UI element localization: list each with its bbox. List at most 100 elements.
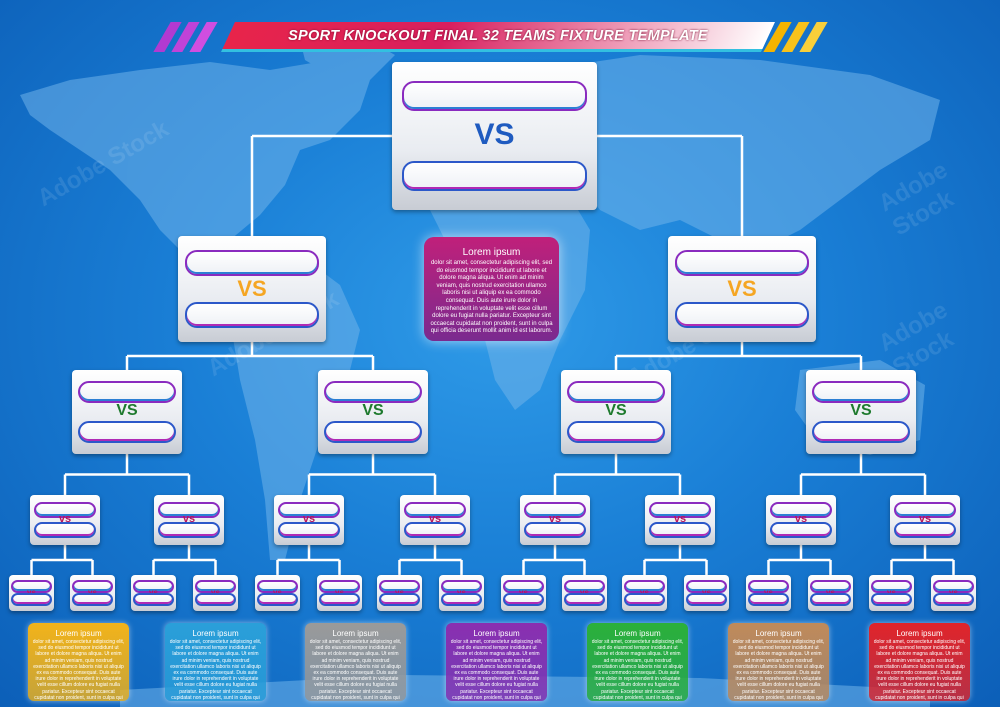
team-slot[interactable] bbox=[564, 593, 605, 606]
team-slot[interactable] bbox=[770, 522, 832, 538]
vs-label: VS bbox=[605, 402, 627, 420]
info-text: dolor sit amet, consectetur adipiscing e… bbox=[450, 639, 543, 701]
north-america-shape bbox=[20, 60, 370, 250]
team-slot[interactable] bbox=[871, 580, 912, 593]
match-card: vs bbox=[274, 495, 344, 545]
team-slot[interactable] bbox=[675, 250, 809, 276]
vs-label: vs bbox=[70, 588, 115, 597]
team-slot[interactable] bbox=[158, 502, 220, 518]
team-slot[interactable] bbox=[133, 580, 174, 593]
info-text: dolor sit amet, consectetur adipiscing e… bbox=[32, 639, 125, 701]
vs-label: vs bbox=[808, 588, 853, 597]
match-card: vs bbox=[890, 495, 960, 545]
team-slot[interactable] bbox=[158, 522, 220, 538]
team-slot[interactable] bbox=[404, 502, 466, 518]
team-slot[interactable] bbox=[748, 593, 789, 606]
match-card: vs bbox=[562, 575, 607, 611]
match-card: vs bbox=[131, 575, 176, 611]
team-slot[interactable] bbox=[185, 302, 319, 328]
team-slot[interactable] bbox=[675, 302, 809, 328]
team-slot[interactable] bbox=[624, 580, 665, 593]
team-slot[interactable] bbox=[379, 580, 420, 593]
vs-label: vs bbox=[317, 588, 362, 597]
team-slot[interactable] bbox=[324, 421, 422, 443]
team-slot[interactable] bbox=[524, 522, 586, 538]
team-slot[interactable] bbox=[257, 593, 298, 606]
vs-label: vs bbox=[931, 588, 976, 597]
team-slot[interactable] bbox=[278, 502, 340, 518]
match-card: vs bbox=[193, 575, 238, 611]
team-slot[interactable] bbox=[319, 593, 360, 606]
team-slot[interactable] bbox=[894, 522, 956, 538]
team-slot[interactable] bbox=[195, 580, 236, 593]
team-slot[interactable] bbox=[770, 502, 832, 518]
team-slot[interactable] bbox=[812, 381, 910, 403]
team-slot[interactable] bbox=[185, 250, 319, 276]
team-slot[interactable] bbox=[894, 502, 956, 518]
match-card: vs bbox=[520, 495, 590, 545]
team-slot[interactable] bbox=[564, 580, 605, 593]
team-slot[interactable] bbox=[503, 580, 544, 593]
info-title: Lorem ipsum bbox=[755, 629, 802, 638]
team-slot[interactable] bbox=[278, 522, 340, 538]
team-slot[interactable] bbox=[11, 580, 52, 593]
match-card: vs bbox=[622, 575, 667, 611]
vs-label: vs bbox=[746, 588, 791, 597]
team-slot[interactable] bbox=[503, 593, 544, 606]
vs-label: VS bbox=[727, 275, 757, 301]
team-slot[interactable] bbox=[78, 421, 176, 443]
team-slot[interactable] bbox=[379, 593, 420, 606]
team-slot[interactable] bbox=[567, 421, 665, 443]
info-text: dolor sit amet, consectetur adipiscing e… bbox=[169, 639, 262, 701]
team-slot[interactable] bbox=[72, 593, 113, 606]
team-slot[interactable] bbox=[524, 502, 586, 518]
team-slot[interactable] bbox=[933, 580, 974, 593]
vs-label: vs bbox=[9, 588, 54, 597]
info-title: Lorem ipsum bbox=[462, 247, 521, 258]
match-card: VS bbox=[392, 62, 597, 210]
team-slot[interactable] bbox=[810, 580, 851, 593]
team-slot[interactable] bbox=[133, 593, 174, 606]
team-slot[interactable] bbox=[319, 580, 360, 593]
vs-label: vs bbox=[439, 588, 484, 597]
team-slot[interactable] bbox=[11, 593, 52, 606]
team-slot[interactable] bbox=[441, 593, 482, 606]
asia-shape bbox=[540, 55, 940, 250]
vs-label: VS bbox=[850, 402, 872, 420]
team-slot[interactable] bbox=[34, 522, 96, 538]
match-card: vs bbox=[645, 495, 715, 545]
team-slot[interactable] bbox=[933, 593, 974, 606]
team-slot[interactable] bbox=[441, 580, 482, 593]
team-slot[interactable] bbox=[748, 580, 789, 593]
match-card: vs bbox=[400, 495, 470, 545]
team-slot[interactable] bbox=[72, 580, 113, 593]
team-slot[interactable] bbox=[324, 381, 422, 403]
match-card: vs bbox=[9, 575, 54, 611]
team-slot[interactable] bbox=[402, 161, 587, 191]
team-slot[interactable] bbox=[34, 502, 96, 518]
team-slot[interactable] bbox=[812, 421, 910, 443]
team-slot[interactable] bbox=[404, 522, 466, 538]
team-slot[interactable] bbox=[649, 522, 711, 538]
info-title: Lorem ipsum bbox=[473, 629, 520, 638]
team-slot[interactable] bbox=[686, 593, 727, 606]
team-slot[interactable] bbox=[649, 502, 711, 518]
info-title: Lorem ipsum bbox=[192, 629, 239, 638]
team-slot[interactable] bbox=[686, 580, 727, 593]
vs-label: vs bbox=[255, 588, 300, 597]
team-slot[interactable] bbox=[624, 593, 665, 606]
team-slot[interactable] bbox=[810, 593, 851, 606]
team-slot[interactable] bbox=[78, 381, 176, 403]
team-slot[interactable] bbox=[257, 580, 298, 593]
team-slot[interactable] bbox=[402, 81, 587, 111]
team-slot[interactable] bbox=[195, 593, 236, 606]
team-slot[interactable] bbox=[871, 593, 912, 606]
team-slot[interactable] bbox=[567, 381, 665, 403]
